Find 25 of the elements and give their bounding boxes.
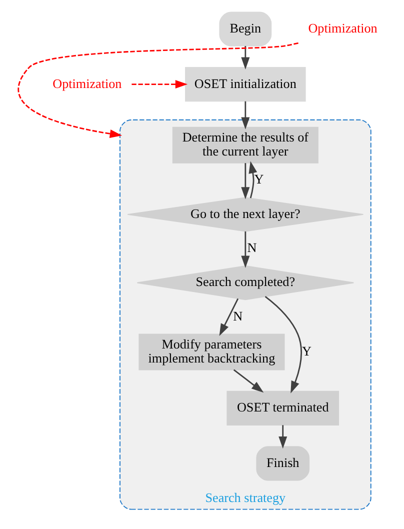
arrow [278, 425, 287, 449]
node-text: Optimization [308, 20, 377, 36]
arrow [240, 163, 250, 200]
node-diamond: Search completed? [136, 265, 354, 300]
node-text: Optimization [52, 76, 122, 91]
edge-label: Y [254, 172, 264, 187]
arrow [240, 231, 250, 268]
arrow [218, 298, 238, 336]
edge-label: N [232, 308, 242, 324]
arrow [240, 46, 250, 70]
arrow [264, 296, 302, 394]
edge-label: Y [302, 344, 311, 358]
arrow [232, 369, 264, 393]
arrow [240, 101, 250, 130]
node-box: Modify parameters implement backtracking [138, 334, 284, 370]
node-box: Finish [256, 446, 310, 481]
node-box: Determine the results of the current layer [172, 126, 318, 164]
arrow [17, 42, 298, 138]
node-box: OSET terminated [226, 390, 339, 426]
arrow [131, 80, 188, 89]
edge-label: N [246, 240, 256, 256]
node-box: OSET initialization [184, 66, 306, 102]
node-box: Begin [218, 12, 272, 46]
node-diamond: Go to the next layer? [126, 197, 364, 232]
arrow [248, 161, 257, 198]
